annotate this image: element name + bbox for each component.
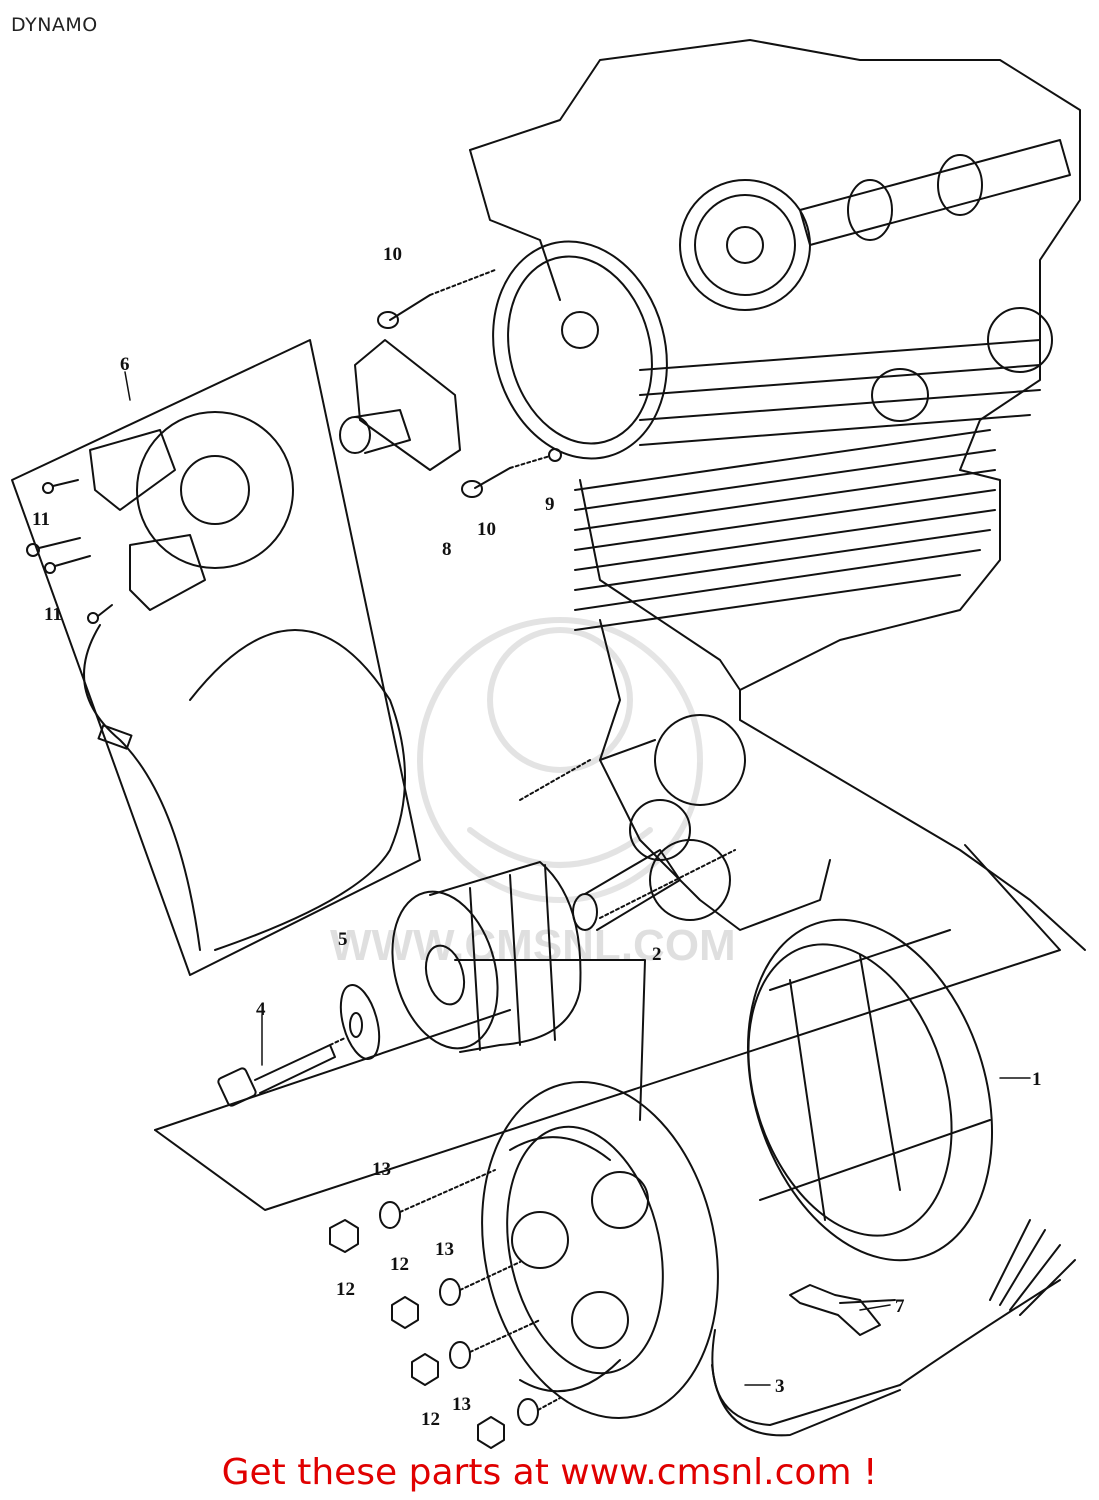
spark-advancer-8 (339, 339, 461, 471)
crankshaft-end (519, 739, 736, 931)
callout-13-b: 13 (435, 1239, 454, 1260)
screw-10-upper (377, 269, 496, 329)
callout-5: 5 (338, 929, 348, 950)
washer-5 (339, 984, 381, 1060)
callout-8: 8 (442, 539, 452, 560)
exploded-parts-diagram: WWW.CMSNL.COM (11, 39, 1086, 1449)
rotor-group-frame (154, 844, 1061, 1211)
watermark-logo (417, 617, 703, 903)
cmsnl-link[interactable]: Get these parts at www.cmsnl.com ! (221, 1452, 878, 1493)
washer-13-d (517, 1397, 561, 1426)
callout-4: 4 (256, 999, 266, 1020)
screw-11-a (42, 479, 79, 494)
bracket-7 (789, 1284, 896, 1336)
points-cover-9 (492, 240, 668, 462)
screw-11-d (87, 604, 113, 624)
callout-1: 1 (1032, 1069, 1042, 1090)
engine-block (469, 39, 1086, 951)
stator-yoke-1 (746, 918, 994, 1262)
field-coil-3 (481, 1081, 1076, 1437)
washer-13-c (449, 1319, 541, 1369)
callout-2: 2 (652, 944, 662, 965)
callout-12-a: 12 (336, 1279, 355, 1300)
callout-6: 6 (120, 354, 130, 375)
callout-10-lower: 10 (477, 519, 496, 540)
callout-12-c: 12 (421, 1409, 440, 1430)
page-title: DYNAMO (11, 14, 98, 36)
callout-10-upper: 10 (383, 244, 402, 265)
nut-12-b (391, 1296, 419, 1329)
contact-breaker-frame-6 (11, 339, 421, 976)
screw-11-c (44, 555, 91, 574)
nut-12-a (329, 1219, 359, 1253)
leader-lines (124, 371, 1031, 1386)
callout-3: 3 (775, 1376, 785, 1397)
rotor-2 (391, 861, 582, 1053)
callout-13-a: 13 (372, 1159, 391, 1180)
washer-13-a (379, 1169, 496, 1229)
callout-7: 7 (895, 1296, 905, 1317)
footer-banner: Get these parts at www.cmsnl.com ! (0, 1452, 1099, 1493)
callout-9: 9 (545, 494, 555, 515)
screw-11-b (26, 537, 81, 557)
nut-12-c (411, 1353, 439, 1386)
washer-13-b (439, 1261, 521, 1306)
screw-10-lower (461, 455, 551, 498)
callout-11-upper: 11 (32, 509, 50, 530)
callout-12-b: 12 (390, 1254, 409, 1275)
callout-13-c: 13 (452, 1394, 471, 1415)
watermark-text: WWW.CMSNL.COM (330, 921, 736, 970)
callout-11-lower: 11 (44, 604, 62, 625)
nut-12-d (477, 1416, 505, 1449)
